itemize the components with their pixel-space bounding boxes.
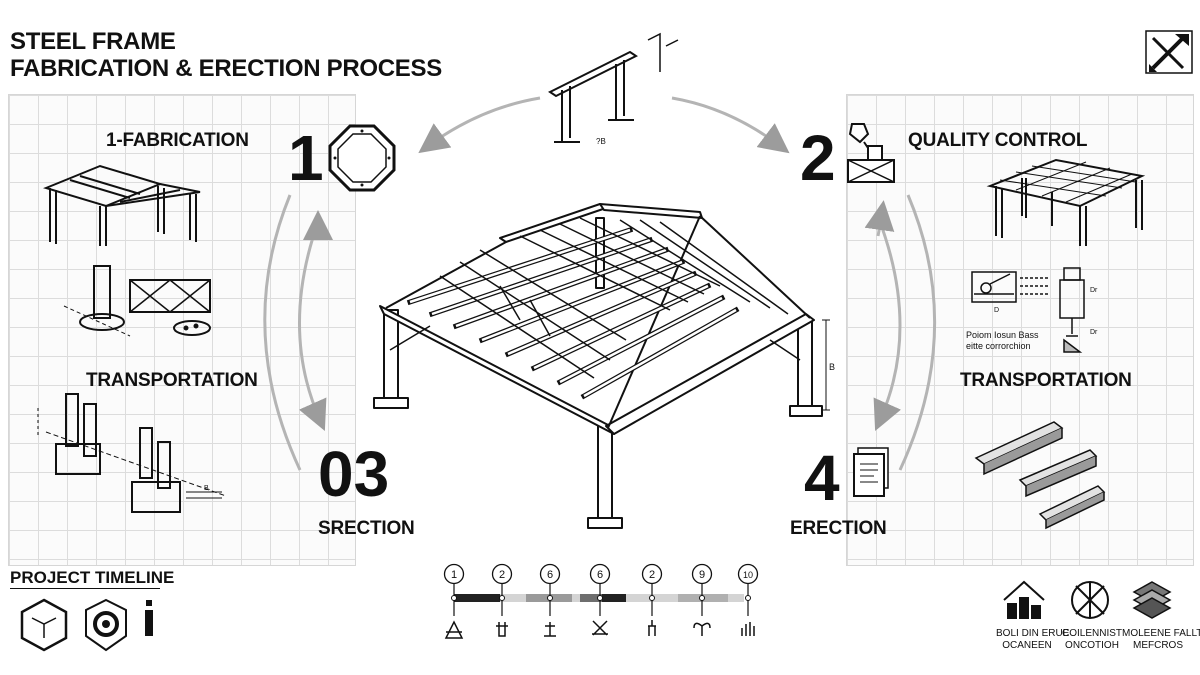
gear-shield-icon <box>85 598 127 652</box>
srection-label: SRECTION <box>318 518 415 539</box>
steel-frame-illustration: B <box>373 203 835 529</box>
detail-dim-b: Dr <box>1090 287 1098 294</box>
step-2-number: 2 <box>800 122 836 194</box>
tools-icon[interactable] <box>1145 30 1193 74</box>
timeline-title-underline <box>10 588 160 589</box>
legend-item-2-line-2: ONCOTIOH <box>1065 640 1119 651</box>
legend-item-2: COILENNIST ONCOTIOH <box>1060 628 1124 652</box>
timeline-marker-label: 2 <box>649 569 655 581</box>
timeline-marker-7[interactable]: 10 <box>737 563 759 637</box>
left-transportation-label: TRANSPORTATION <box>86 370 258 391</box>
detail-caption-line-1: Poiom Iosun Bass <box>966 330 1039 340</box>
legend-item-2-line-1: COILENNIST <box>1061 628 1122 639</box>
legend-item-3-line-2: MEFCROS <box>1133 640 1183 651</box>
steel-beams-sketch <box>974 421 1106 530</box>
timeline-marker-5[interactable]: 2 <box>641 563 663 637</box>
legend-item-1-line-1: BOLI DIN ERUE <box>996 628 1070 639</box>
worker-icon <box>648 620 656 636</box>
step-3-number: 03 <box>318 438 390 510</box>
fabrication-label: 1-FABRICATION <box>106 130 249 151</box>
qc-detail-sketch: D Dr Dr <box>971 267 1098 353</box>
bar-chart-icon <box>741 622 755 636</box>
right-grid-panel <box>846 94 1194 566</box>
plant-icon <box>693 622 711 636</box>
inspection-icon <box>847 123 895 183</box>
timeline-bar: 1 2 6 6 2 9 10 <box>443 563 759 639</box>
steel-wheel-icon <box>1071 581 1109 619</box>
building-icon <box>1003 580 1045 619</box>
timeline-marker-1[interactable]: 1 <box>443 563 465 639</box>
timeline-segment-1 <box>454 594 500 602</box>
frame-dim-label: B <box>829 362 835 372</box>
timeline-marker-2[interactable]: 2 <box>491 563 513 637</box>
right-transportation-label: TRANSPORTATION <box>960 370 1132 391</box>
timeline-marker-label: 6 <box>597 569 603 581</box>
detail-caption: Poiom Iosun Bass eitte corrorchion <box>966 330 1039 352</box>
timeline-marker-label: 1 <box>451 569 457 581</box>
detail-dim-c: Dr <box>1090 329 1098 336</box>
drill-icon <box>496 622 508 637</box>
title-line-2: FABRICATION & ERECTION PROCESS <box>10 55 442 82</box>
quality-control-label: QUALITY CONTROL <box>908 130 1088 151</box>
project-timeline-title: PROJECT TIMELINE <box>10 568 175 587</box>
step-1-number: 1 <box>288 122 324 194</box>
cube-icon <box>20 598 68 652</box>
erection-label: ERECTION <box>790 518 887 539</box>
column-footing-sketch: B. <box>37 393 227 513</box>
beam-dim-label: ?B <box>596 137 606 146</box>
qc-frame-sketch <box>986 158 1146 246</box>
timeline-marker-4[interactable]: 6 <box>589 563 611 636</box>
document-icon <box>853 447 889 497</box>
detail-caption-line-2: eitte corrorchion <box>966 341 1031 351</box>
legend-icons <box>1003 580 1172 619</box>
legend-item-1-line-2: OCANEEN <box>1002 640 1052 651</box>
octagon-plate-icon <box>328 124 396 192</box>
roof-frame-sketch <box>42 164 201 246</box>
left-grid-panel <box>8 94 356 566</box>
base-plate-sketch <box>63 265 211 337</box>
detail-dim-d: D <box>994 307 999 314</box>
info-icon <box>145 600 153 636</box>
layers-icon <box>1132 581 1172 619</box>
crane-icon <box>444 620 464 639</box>
title-line-1: STEEL FRAME <box>10 28 176 55</box>
timeline-marker-label: 10 <box>743 570 753 580</box>
footing-dim-label: B. <box>204 485 211 492</box>
cross-brace-icon <box>592 620 608 636</box>
beam-detail-sketch: ?B <box>548 32 679 146</box>
timeline-marker-label: 9 <box>699 569 705 581</box>
step-4-number: 4 <box>804 442 840 514</box>
lift-icon <box>544 622 556 637</box>
legend-item-3: MOLEENE FALLT MEFCROS <box>1122 628 1200 652</box>
timeline-marker-6[interactable]: 9 <box>691 563 713 637</box>
legend-item-3-line-1: MOLEENE FALLT <box>1122 628 1200 639</box>
timeline-marker-label: 6 <box>547 569 553 581</box>
timeline-marker-3[interactable]: 6 <box>539 563 561 637</box>
legend-item-1: BOLI DIN ERUE OCANEEN <box>996 628 1070 652</box>
timeline-icon-row <box>20 598 153 652</box>
timeline-marker-label: 2 <box>499 569 505 581</box>
timeline-segment-4 <box>602 594 626 602</box>
